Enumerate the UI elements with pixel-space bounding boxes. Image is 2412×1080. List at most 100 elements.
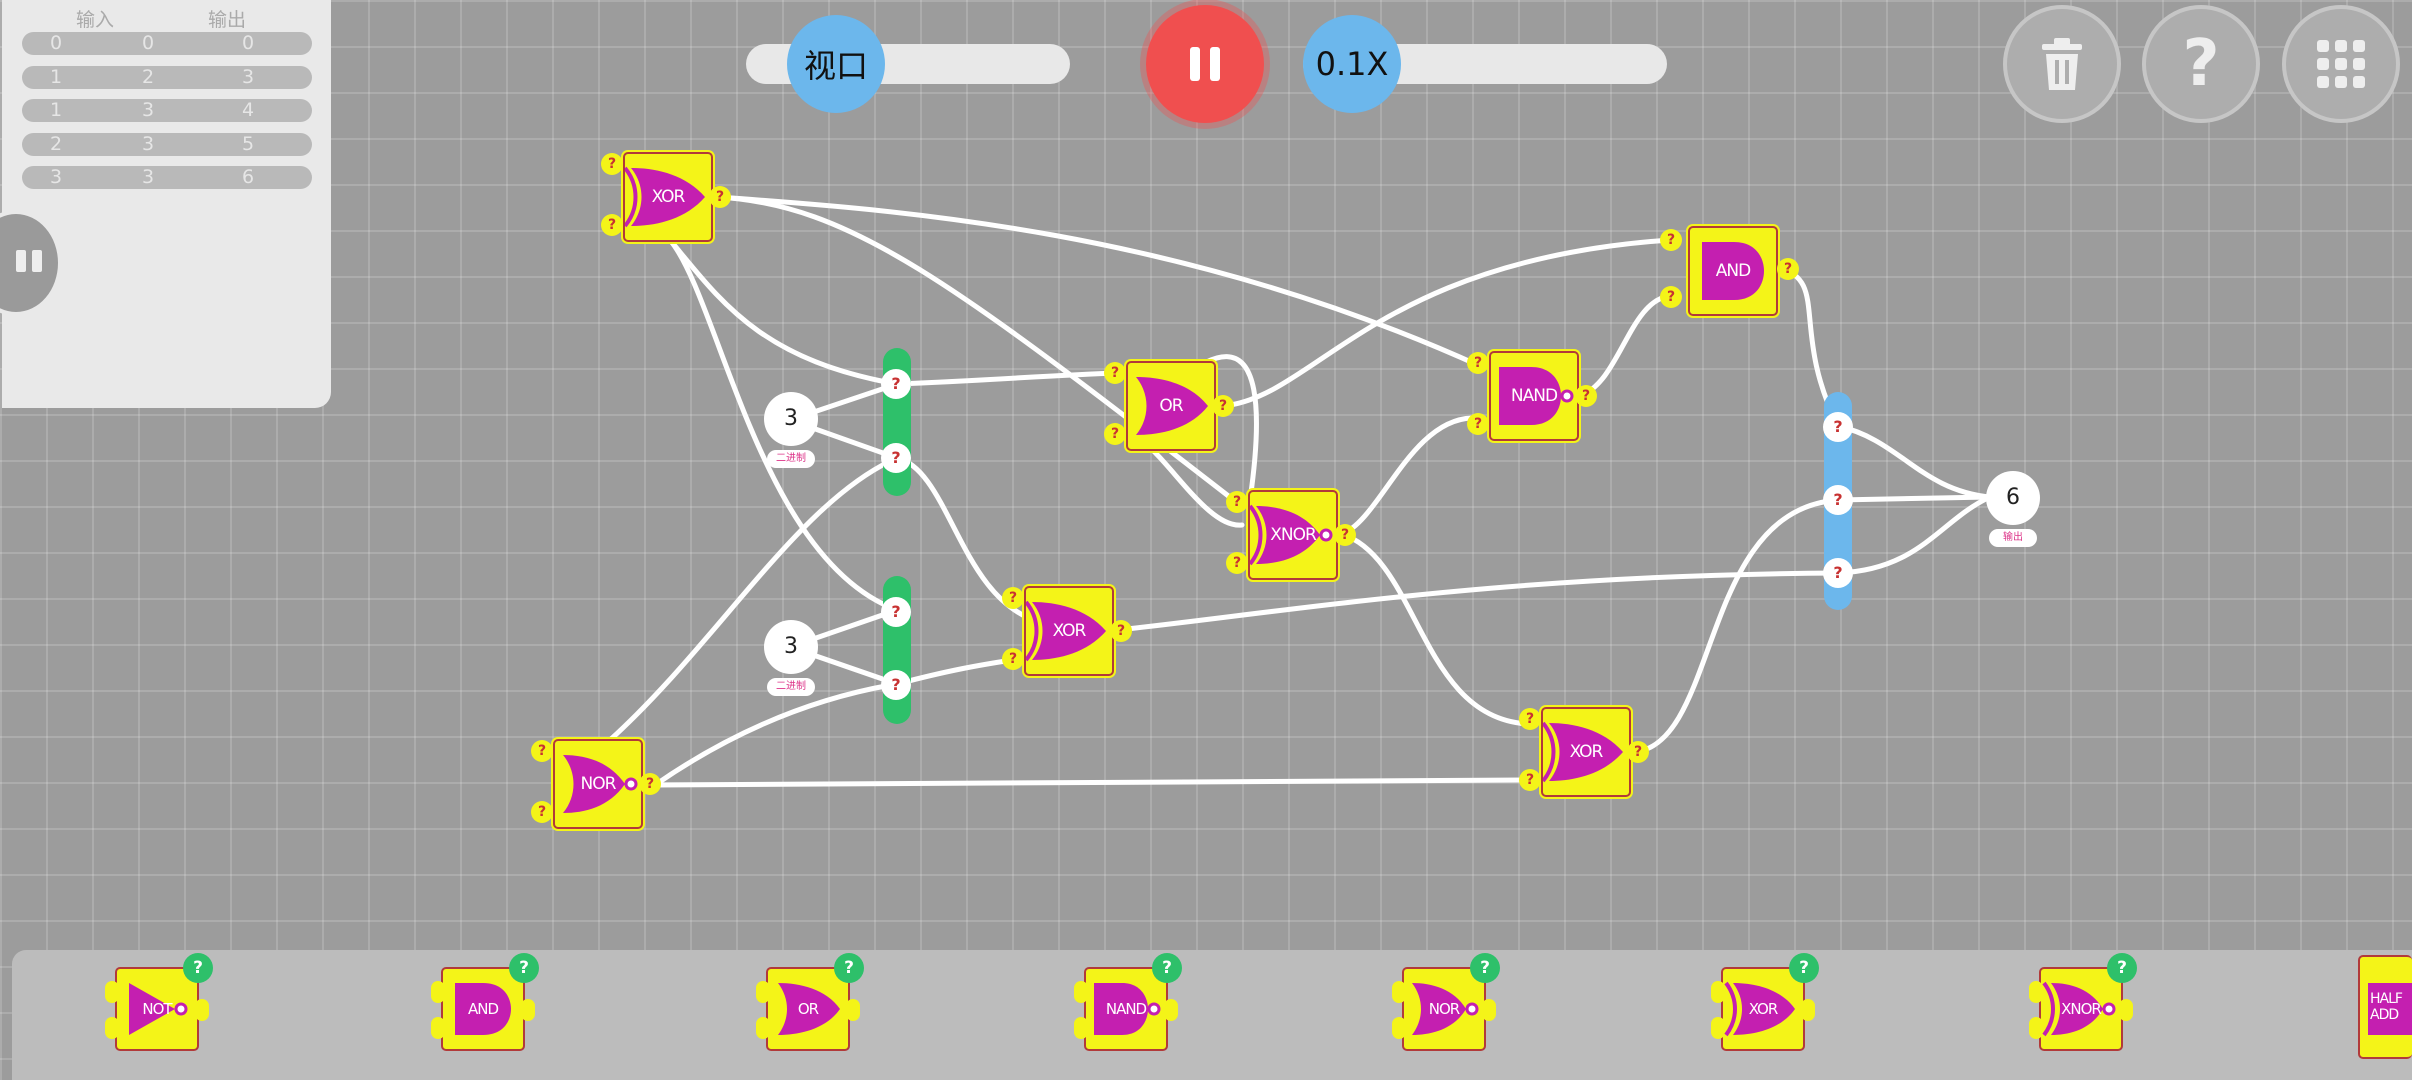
gate-input-pin[interactable]: ? — [531, 740, 553, 762]
gate-label: XOR — [1569, 742, 1604, 762]
gate-output-pin[interactable]: ? — [1334, 524, 1356, 546]
wire — [667, 237, 900, 613]
gate-label: XOR — [1052, 621, 1087, 641]
speed-slider-knob[interactable]: 0.1X — [1303, 15, 1401, 113]
gate-output-pin[interactable]: ? — [1575, 385, 1597, 407]
toolbar-gate-or[interactable]: OR ? — [756, 953, 864, 1051]
splitter-port[interactable]: ? — [881, 597, 911, 627]
wire — [894, 370, 1123, 387]
gate-output-pin[interactable]: ? — [1212, 395, 1234, 417]
toolbar-gate-and[interactable]: AND ? — [431, 953, 539, 1051]
toolbar-gate-label: NOT — [142, 1000, 172, 1018]
gate-input-pin[interactable]: ? — [601, 153, 623, 175]
merger-port[interactable]: ? — [1823, 558, 1853, 588]
toolbar-gate-nand[interactable]: NAND ? — [1074, 953, 1182, 1051]
toolbar-gate-half-adder[interactable]: HALF ADD — [2358, 955, 2412, 1059]
output-node-label: 输出 — [1989, 529, 2037, 547]
input-node[interactable]: 3 — [764, 392, 818, 446]
gate-label: NAND — [1510, 386, 1558, 406]
splitter-port[interactable]: ? — [881, 443, 911, 473]
trash-icon — [2042, 38, 2082, 90]
gate-input-pin[interactable]: ? — [1226, 552, 1248, 574]
viewport-slider-knob[interactable]: 视口 — [787, 15, 885, 113]
toolbar-gate-label: NAND — [1105, 1000, 1147, 1018]
toolbar-gate-xnor[interactable]: XNOR ? — [2029, 953, 2137, 1051]
gate-output-pin[interactable]: ? — [1627, 741, 1649, 763]
gate-input-pin[interactable]: ? — [1660, 229, 1682, 251]
wire — [1579, 293, 1673, 398]
help-badge[interactable]: ? — [1789, 953, 1819, 983]
gate-nand[interactable]: NAND — [1489, 351, 1579, 441]
delete-button[interactable] — [2003, 5, 2121, 123]
wire — [652, 777, 1533, 788]
gate-output-pin[interactable]: ? — [639, 773, 661, 795]
wire — [1115, 570, 1841, 633]
gate-xor[interactable]: XOR — [1024, 586, 1114, 676]
gate-output-pin[interactable]: ? — [709, 186, 731, 208]
help-badge[interactable]: ? — [509, 953, 539, 983]
toolbar-gate-nor[interactable]: NOR ? — [1392, 953, 1500, 1051]
gate-input-pin[interactable]: ? — [1467, 413, 1489, 435]
input-node[interactable]: 3 — [764, 620, 818, 674]
panel-toggle-handle[interactable] — [0, 210, 62, 316]
gate-input-pin[interactable]: ? — [1104, 423, 1126, 445]
gate-input-pin[interactable]: ? — [1104, 362, 1126, 384]
input-node-label: 二进制 — [767, 678, 815, 696]
gate-label: XNOR — [1270, 525, 1317, 545]
help-badge[interactable]: ? — [183, 953, 213, 983]
help-badge[interactable]: ? — [1152, 953, 1182, 983]
gate-input-pin[interactable]: ? — [1519, 708, 1541, 730]
wire — [1835, 494, 1993, 503]
gate-input-pin[interactable]: ? — [1002, 648, 1024, 670]
output-node[interactable]: 6 — [1986, 471, 2040, 525]
gate-input-pin[interactable]: ? — [1002, 587, 1024, 609]
gate-and[interactable]: AND — [1688, 226, 1778, 316]
gate-toolbar — [12, 950, 2412, 1080]
toolbar-gate-label: NOR — [1428, 1000, 1460, 1018]
gate-xor[interactable]: XOR — [1541, 707, 1631, 797]
input-node-label: 二进制 — [767, 450, 815, 468]
help-badge[interactable]: ? — [2107, 953, 2137, 983]
splitter-port[interactable]: ? — [881, 670, 911, 700]
gate-input-pin[interactable]: ? — [1226, 491, 1248, 513]
help-badge[interactable]: ? — [834, 953, 864, 983]
gate-nor[interactable]: NOR — [553, 739, 643, 829]
wire — [1633, 497, 1841, 755]
gate-xor[interactable]: XOR — [623, 152, 713, 242]
gate-xnor[interactable]: XNOR — [1248, 490, 1338, 580]
toolbar-gate-label: XNOR — [2061, 1000, 2102, 1018]
gate-input-pin[interactable]: ? — [601, 214, 623, 236]
toolbar-gate-not[interactable]: NOT ? — [105, 953, 213, 1051]
toolbar-gate-xor[interactable]: XOR ? — [1711, 953, 1819, 1051]
truth-table-output-header: 输出 — [208, 9, 247, 31]
gate-input-pin[interactable]: ? — [1467, 352, 1489, 374]
splitter-port[interactable]: ? — [881, 369, 911, 399]
help-badge[interactable]: ? — [1470, 953, 1500, 983]
wire — [1835, 494, 1993, 576]
gate-or[interactable]: OR — [1126, 361, 1216, 451]
gate-input-pin[interactable]: ? — [1660, 286, 1682, 308]
gate-output-pin[interactable]: ? — [1110, 620, 1132, 642]
pause-button[interactable] — [1146, 5, 1264, 123]
toolbar-gate-label: OR — [797, 1000, 819, 1018]
gate-input-pin[interactable]: ? — [531, 801, 553, 823]
menu-button[interactable] — [2282, 5, 2400, 123]
wire — [894, 657, 1015, 687]
question-icon: ? — [2182, 27, 2220, 101]
gate-label: OR — [1159, 396, 1183, 416]
gate-output-pin[interactable]: ? — [1777, 258, 1799, 280]
gate-input-pin[interactable]: ? — [1519, 769, 1541, 791]
wire — [1835, 423, 1993, 500]
merger-port[interactable]: ? — [1823, 412, 1853, 442]
wire — [715, 194, 1483, 369]
merger-port[interactable]: ? — [1823, 485, 1853, 515]
toolbar-gate-label: HALF ADD — [2370, 991, 2403, 1023]
toolbar-gate-label: XOR — [1748, 1000, 1779, 1018]
wire — [1339, 415, 1475, 537]
gate-label: AND — [1715, 261, 1751, 281]
help-button[interactable]: ? — [2142, 5, 2260, 123]
